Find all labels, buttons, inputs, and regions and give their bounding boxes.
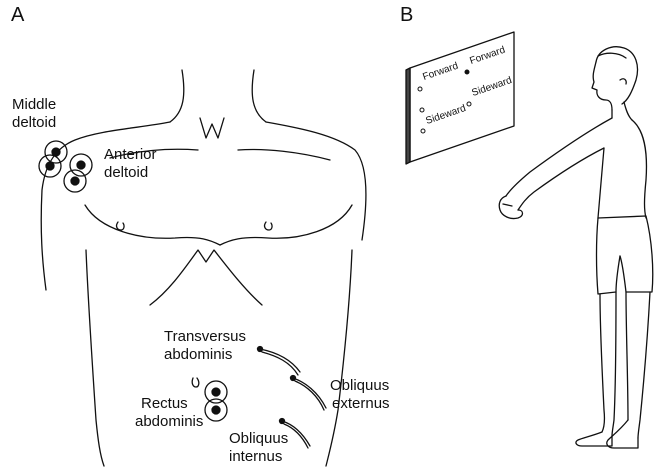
rectus-abdominis-electrodes <box>205 381 227 421</box>
anterior-deltoid-electrodes <box>64 154 92 192</box>
transversus-abdominis-label-line2: abdominis <box>164 346 232 363</box>
middle-deltoid-label-line2: deltoid <box>12 114 56 131</box>
obliquus-internus-label-line1: Obliquus <box>229 430 288 447</box>
panel-a-label: A <box>11 4 24 27</box>
obliquus-externus-label-line1: Obliquus <box>330 377 389 394</box>
anterior-deltoid-label-line2: deltoid <box>104 164 148 181</box>
obliquus-externus-label-line2: externus <box>332 395 390 412</box>
transversus-abdominis-label-line1: Transversus <box>164 328 246 345</box>
rectus-abdominis-label-line1: Rectus <box>141 395 188 412</box>
torso-outline <box>41 70 366 466</box>
anterior-deltoid-label-line1: Anterior <box>104 146 157 163</box>
middle-deltoid-label-line1: Middle <box>12 96 56 113</box>
panel-b-label: B <box>400 4 413 27</box>
standing-person <box>499 47 653 448</box>
rectus-abdominis-label-line2: abdominis <box>135 413 203 430</box>
obliquus-internus-label-line2: internus <box>229 448 282 465</box>
